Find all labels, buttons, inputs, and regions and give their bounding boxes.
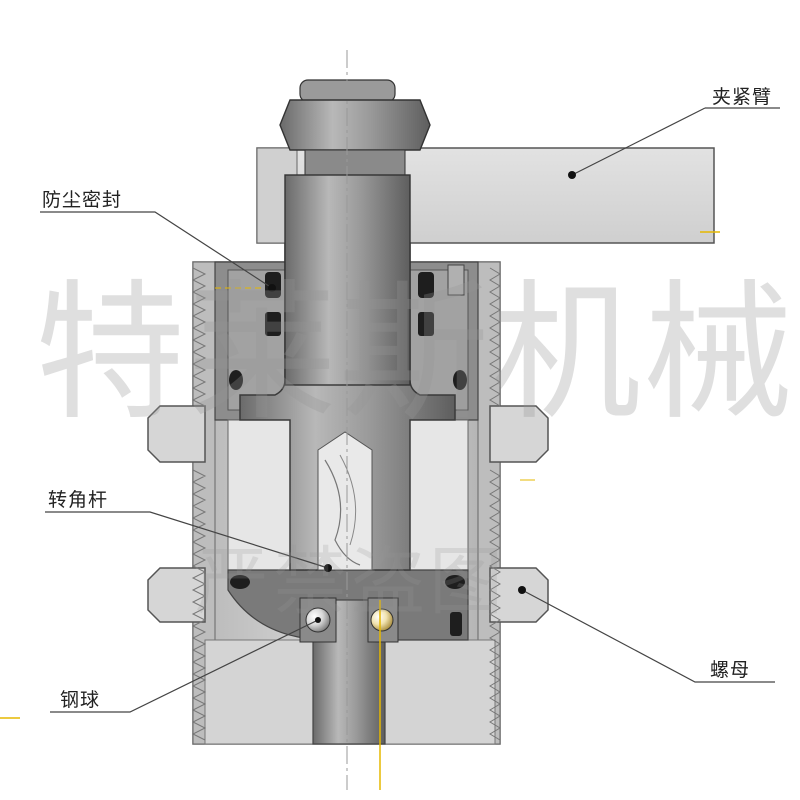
port-plug (447, 264, 465, 296)
thread-lines (191, 267, 501, 741)
label-clamp-arm: 夹紧臂 (712, 86, 773, 108)
label-rotating-rod: 转角杆 (48, 489, 109, 511)
label-steel-ball: 钢球 (60, 689, 101, 711)
leader-lines (40, 107, 780, 713)
label-dust-seal: 防尘密封 (42, 189, 123, 211)
centerline (0, 50, 720, 790)
seals (229, 272, 467, 636)
thread-zigzag (489, 469, 501, 741)
thread-zigzag (191, 469, 207, 741)
label-nut: 螺母 (710, 659, 751, 681)
thread-zigzag (489, 267, 501, 407)
leader-dots (268, 171, 576, 623)
top-nut (279, 79, 431, 386)
nut (147, 405, 549, 623)
thread-zigzag (191, 267, 207, 407)
